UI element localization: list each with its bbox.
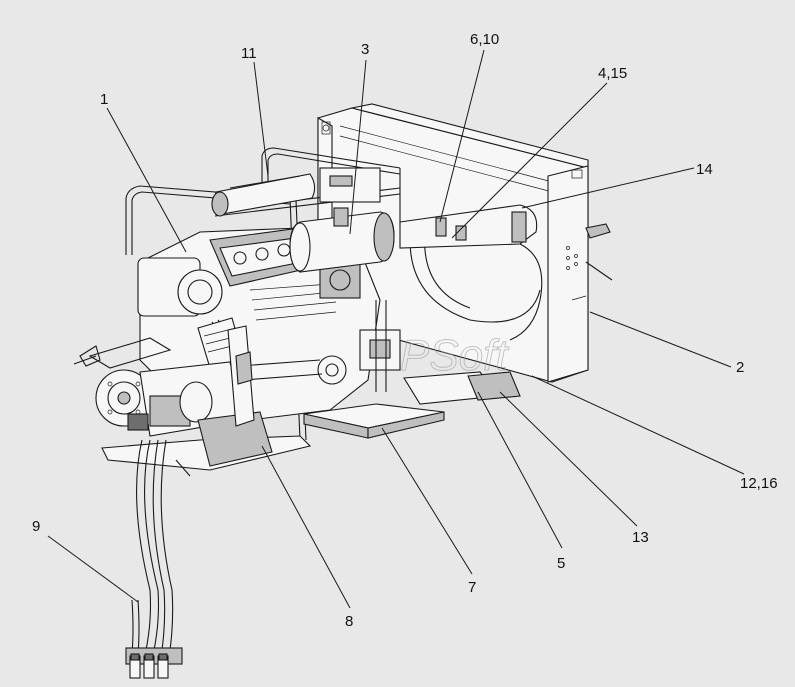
leader-lines [47,49,745,609]
leader-11 [253,61,269,177]
callout-12-16: 12,16 [740,475,778,492]
leader-7 [381,427,473,575]
leader-6-10 [439,49,485,223]
callout-7: 7 [468,579,476,596]
callout-6-10: 6,10 [470,31,499,48]
leader-3 [349,59,367,235]
air-filter [289,167,395,273]
base-frame [101,300,521,471]
callout-13: 13 [632,529,649,546]
callout-5: 5 [557,555,565,572]
callout-labels: 1 11 3 6,10 4,15 14 2 12,16 13 5 7 8 9 [32,31,778,630]
leader-1 [106,107,187,253]
leader-12-16 [531,375,745,475]
leader-9 [47,535,139,603]
leader-14 [521,167,695,209]
platform-plate [303,403,445,439]
leader-2 [589,311,732,368]
callout-1: 1 [100,91,108,108]
engine-block [137,227,401,421]
callout-11: 11 [241,45,257,62]
leader-13 [499,391,638,527]
leader-4-15 [451,82,608,239]
callout-8: 8 [345,613,353,630]
watermark: PSoft [400,331,509,380]
callout-14: 14 [696,161,713,178]
callout-3: 3 [361,41,369,58]
exhaust-pipe [211,173,316,217]
hose-bundle [125,439,191,679]
leader-5 [477,391,563,549]
callout-9: 9 [32,518,40,535]
leader-8 [261,445,351,609]
callout-4-15: 4,15 [598,65,627,82]
callout-2: 2 [736,359,744,376]
intake-pipe [399,204,543,341]
